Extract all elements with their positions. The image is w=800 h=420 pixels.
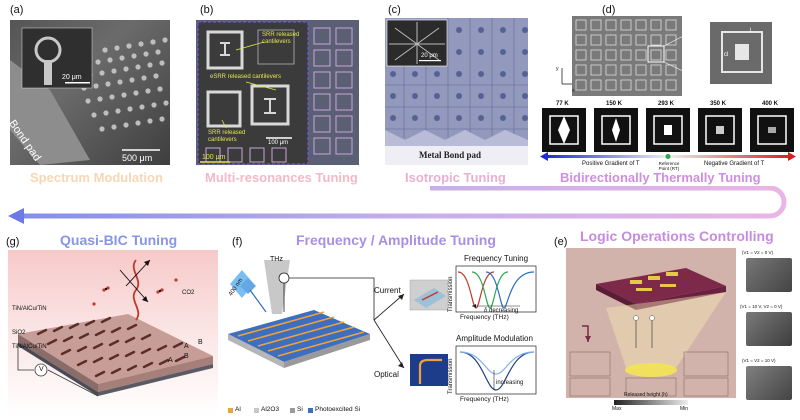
logic-state-2-image — [746, 312, 792, 346]
svg-text:x: x — [572, 88, 575, 94]
temp-350: 350 K — [710, 101, 727, 107]
panel-f-frequency-tuning: Frequency Tuning — [464, 254, 529, 263]
svg-text:B: B — [184, 353, 189, 360]
panel-b-image — [196, 20, 359, 165]
colorbar-max: Max — [612, 406, 622, 412]
panel-f-current: Current — [374, 286, 401, 295]
panel-e — [566, 248, 736, 398]
panel-f-freq-axis-1: Frequency (THz) — [460, 314, 509, 321]
logic-state-2-label: (V1 = 10 V, V2 = 0 V) — [740, 304, 783, 309]
panel-f-sigma-increasing: increasing — [496, 380, 524, 386]
panel-b-esrr: eSRR released cantilevers — [210, 74, 282, 80]
released-height-label: Released height (h) — [624, 392, 668, 398]
panel-g-voltage: V — [39, 366, 44, 373]
panel-g-label: (g) — [6, 236, 20, 248]
panel-b-label: (b) — [200, 4, 214, 16]
panel-f-image — [228, 260, 537, 413]
released-height-bar — [614, 400, 688, 405]
reference-point-label: Reference Point (RT) — [658, 161, 680, 171]
temp-400: 400 K — [762, 101, 779, 107]
panel-a-main-scale: 500 μm — [122, 153, 153, 163]
panel-g-tin-top: TiN/AlCu/TiN — [12, 306, 47, 312]
caption-frequency-amplitude: Frequency / Amplitude Tuning — [296, 232, 496, 248]
panel-f-optical: Optical — [374, 370, 399, 379]
panel-e-label: (e) — [554, 236, 568, 248]
panel-d-image: l cl y x — [540, 16, 796, 161]
panel-g-tin-bottom: TiN/AlCu/TiN — [12, 344, 47, 350]
panel-f-transmission-2: Transmission — [448, 358, 454, 394]
panel-a-image — [10, 27, 169, 165]
svg-text:y: y — [556, 66, 559, 72]
colorbar-min: Min — [680, 406, 689, 412]
panel-c-label: (c) — [388, 4, 401, 16]
panel-f-freq-axis-2: Frequency (THz) — [460, 396, 509, 403]
svg-text:A: A — [168, 357, 173, 364]
panel-f-delta-decreasing: δ decreasing — [484, 308, 519, 314]
flow-arrow — [8, 186, 787, 224]
panel-b: SRR released cantilevers eSRR released c… — [196, 20, 359, 165]
logic-state-3-label: (V1 = V2 = 10 V) — [742, 358, 776, 363]
negative-gradient-label: Negative Gradient of T — [704, 161, 765, 167]
logic-state-3-image — [746, 366, 792, 400]
caption-quasi-bic: Quasi-BIC Tuning — [60, 232, 178, 248]
panel-b-srr1: SRR released cantilevers — [262, 32, 300, 45]
caption-logic-operations: Logic Operations Controlling — [580, 228, 774, 244]
temp-293: 293 K — [658, 101, 675, 107]
svg-text:l: l — [750, 28, 751, 34]
temp-77: 77 K — [556, 101, 569, 107]
svg-text:cl: cl — [724, 52, 728, 58]
panel-e-image — [566, 248, 736, 398]
logic-states: (V1 = V2 = 0 V) (V1 = 10 V, V2 = 0 V) (V… — [740, 248, 798, 416]
temp-150: 150 K — [606, 101, 623, 107]
positive-gradient-label: Positive Gradient of T — [582, 161, 640, 167]
svg-text:B: B — [198, 339, 203, 346]
panel-f-label: (f) — [232, 236, 243, 248]
panel-c-inset-scale: 20 μm — [421, 53, 438, 59]
panel-c-metal-bond-pad: Metal Bond pad — [419, 150, 482, 160]
panel-c-image — [385, 18, 528, 165]
panel-b-srr2: SRR released cantilevers — [208, 130, 246, 143]
panel-d: l cl y x — [538, 12, 796, 172]
panel-a-label: (a) — [10, 4, 24, 16]
caption-bidirectional: Bidirectionally Thermally Tuning — [560, 170, 761, 185]
panel-a-inset-scale: 20 μm — [62, 74, 82, 81]
panel-b-inset-scale: 100 μm — [268, 140, 289, 146]
svg-text:A: A — [184, 343, 189, 350]
panel-g-co2: CO2 — [182, 290, 195, 296]
panel-g-image: AB AB — [17, 259, 213, 397]
panel-d-label: (d) — [602, 4, 616, 16]
logic-state-1-image — [746, 258, 792, 292]
panel-f-amplitude-modulation: Amplitude Modulation — [456, 334, 533, 343]
panel-g-sio2: SiO2 — [12, 330, 26, 336]
caption-isotropic: Isotropic Tuning — [405, 170, 506, 185]
panel-c: 20 μm Metal Bond pad — [385, 18, 528, 165]
legend-al: Al — [235, 406, 241, 413]
logic-state-1-label: (V1 = V2 = 0 V) — [742, 250, 774, 255]
panel-f: THz 400 nm Current Optical Frequency Tun… — [224, 250, 544, 418]
legend-si: Si — [297, 406, 303, 413]
caption-spectrum-modulation: Spectrum Modulation — [30, 170, 163, 185]
caption-multi-resonances: Multi-resonances Tuning — [205, 170, 358, 185]
panel-b-main-scale: 100 μm — [202, 154, 226, 161]
panel-a: 20 μm Bond pad 500 μm — [10, 20, 170, 165]
panel-f-thz: THz — [270, 256, 283, 263]
legend-al2o3: Al2O3 — [261, 406, 280, 413]
panel-f-transmission-1: Transmission — [448, 276, 454, 312]
legend-photoexcited-si: Photoexcited Si — [315, 406, 361, 413]
